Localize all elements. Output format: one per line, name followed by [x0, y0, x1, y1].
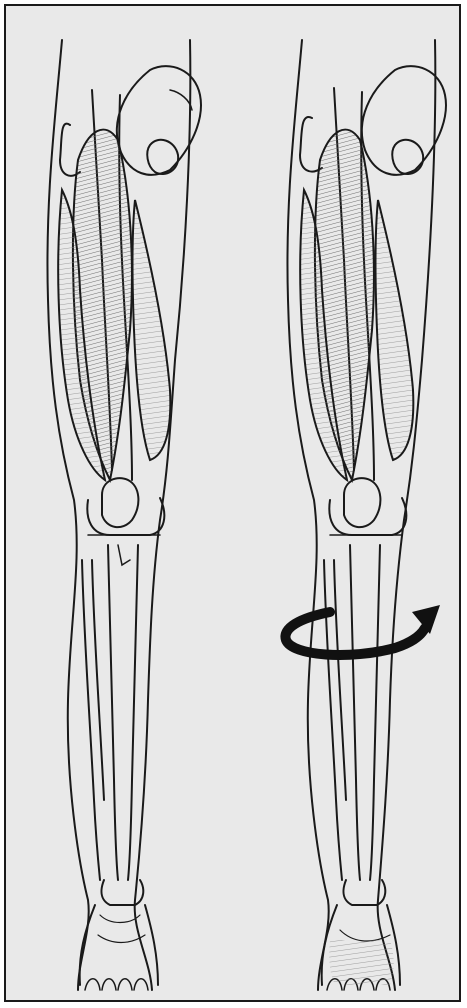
left-vastus-medialis — [133, 200, 171, 460]
right-foot-shading — [329, 940, 394, 985]
left-leg — [47, 40, 201, 990]
right-vastus-medialis — [376, 200, 414, 460]
right-obturator-foramen — [392, 140, 423, 174]
rotation-arrow-icon — [285, 605, 440, 655]
left-obturator-foramen — [147, 140, 178, 174]
left-fibula — [82, 560, 100, 880]
right-femur-condyles — [329, 498, 406, 535]
left-tibia — [108, 545, 118, 880]
right-patella — [344, 478, 380, 527]
left-leg-skin-outline-inner — [135, 40, 191, 990]
left-femur-condyles — [87, 498, 164, 535]
left-patella — [102, 478, 138, 527]
right-leg — [287, 40, 446, 990]
left-foot — [80, 905, 158, 985]
right-tibia — [350, 545, 360, 880]
